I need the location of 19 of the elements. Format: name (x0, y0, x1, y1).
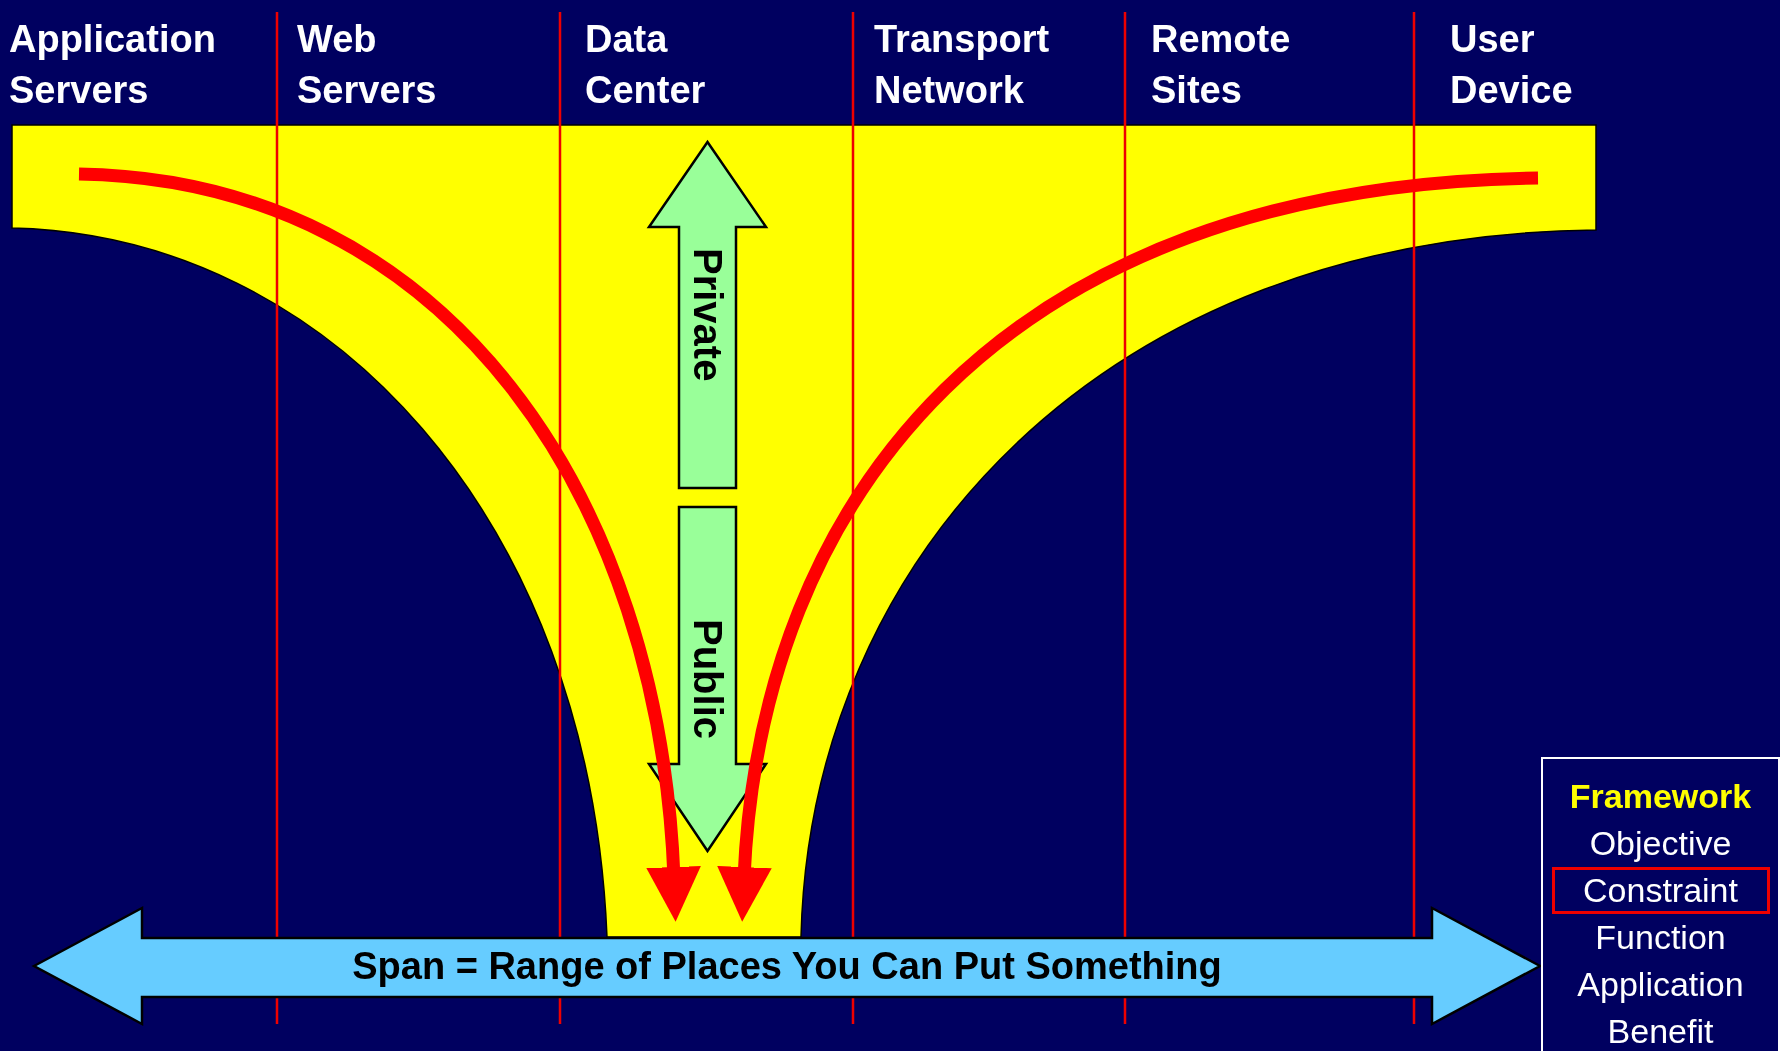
legend-panel (1541, 757, 1780, 1051)
framework-item: Function (1595, 917, 1726, 958)
arrow-shape (649, 507, 766, 851)
framework-item: Benefit (1607, 1011, 1714, 1051)
column-header: Remote Sites (1151, 17, 1291, 113)
arrow-label: Private (685, 248, 730, 382)
framework-heading: Framework (1569, 776, 1752, 817)
column-header: Data Center (585, 17, 706, 113)
column-header: Transport Network (874, 17, 1050, 113)
column-header: Web Servers (297, 17, 437, 113)
framework-item: Application (1577, 964, 1744, 1005)
arrow-shape (649, 142, 766, 488)
double-arrow (34, 908, 1540, 1024)
arrow-label: Public (685, 619, 730, 739)
column-header: User Device (1450, 17, 1573, 113)
arrow-label: Span = Range of Places You Can Put Something (352, 944, 1222, 988)
highlighted-item: Constraint (1551, 867, 1770, 914)
framework-item: Objective (1589, 823, 1732, 864)
column-header: Application Servers (9, 17, 216, 113)
